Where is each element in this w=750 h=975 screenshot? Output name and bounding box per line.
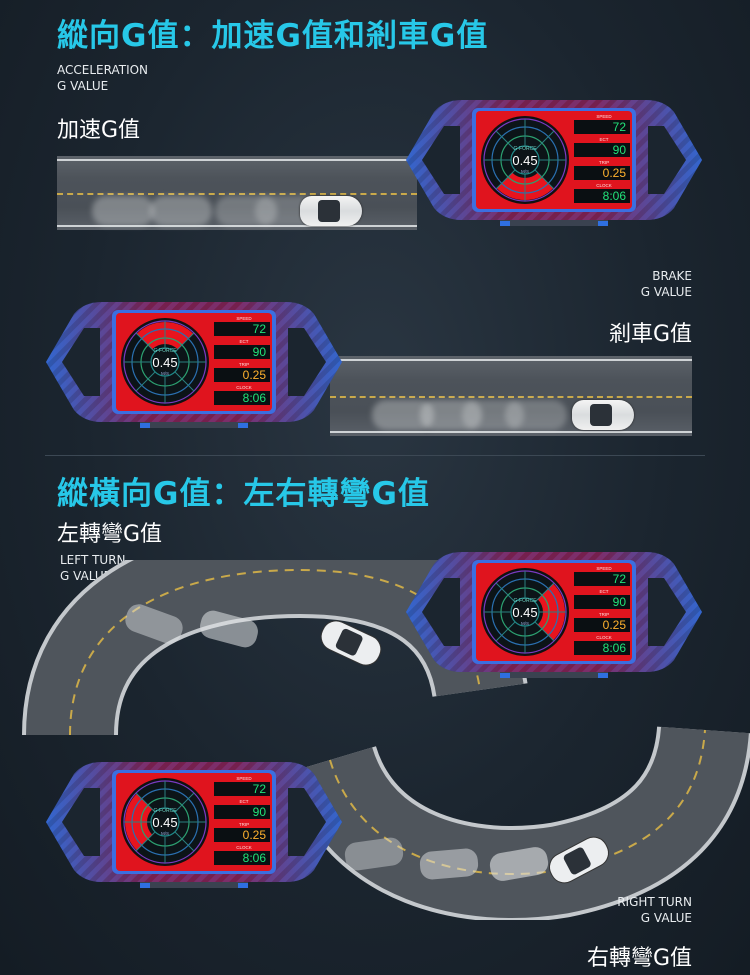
accelerating-car [300,196,362,226]
speed-label: SPEED [596,114,612,119]
trip-label: TRIP [599,160,609,165]
ect-label: ECT [240,339,249,344]
clock-label: CLOCK [236,845,252,850]
clock-value: 8:06 [603,189,627,203]
gauge-right-ear [288,328,326,396]
ect-value: 90 [253,805,267,819]
left-turn-en-line1: LEFT TURN [60,553,126,567]
ect-value: 90 [613,143,627,157]
trip-value: 0.25 [243,828,267,842]
g-force-unit: M/S [161,831,169,836]
speed-value: 72 [253,322,267,336]
g-force-label: G-FORCE [513,598,537,604]
trip-label: TRIP [599,612,609,617]
acceleration-en-line2: G VALUE [57,79,109,93]
ect-label: ECT [240,799,249,804]
g-force-label: G-FORCE [513,146,537,152]
braking-car [572,400,634,430]
acceleration-road [57,156,417,230]
acceleration-en-label: ACCELERATION G VALUE [57,62,148,94]
left-turn-cn-label: 左轉彎G值 [57,522,163,547]
g-force-value: 0.45 [512,153,537,168]
g-force-label: G-FORCE [153,348,177,354]
acceleration-en-line1: ACCELERATION [57,63,149,77]
right-turn-en-label: RIGHT TURN G VALUE [617,894,692,926]
ect-label: ECT [600,137,609,142]
speed-value: 72 [613,120,627,134]
trip-value: 0.25 [603,166,627,180]
g-force-unit: M/S [521,621,529,626]
gauge-right-ear [648,578,686,646]
gauge-right-ear [648,126,686,194]
speed-value: 72 [613,572,627,586]
gauge-left-ear [62,328,100,396]
g-force-unit: M/S [521,169,529,174]
section-divider [45,455,705,456]
g-force-value: 0.45 [152,355,177,370]
brake-en-line2: G VALUE [640,285,692,299]
gauge-left-ear [62,788,100,856]
lateral-g-title: 縱橫向G值：左右轉彎G值 [57,476,430,512]
trip-label: TRIP [239,362,249,367]
trip-value: 0.25 [243,368,267,382]
trip-value: 0.25 [603,618,627,632]
gauge-left-ear [422,578,460,646]
g-force-unit: M/S [161,371,169,376]
clock-label: CLOCK [596,183,612,188]
clock-value: 8:06 [603,641,627,655]
acceleration-cn-label: 加速G值 [57,118,141,143]
trip-label: TRIP [239,822,249,827]
speed-label: SPEED [236,776,252,781]
right-turn-en-line2: G VALUE [640,911,692,925]
clock-label: CLOCK [596,635,612,640]
brake-en-label: BRAKE G VALUE [641,268,692,300]
ect-value: 90 [253,345,267,359]
clock-label: CLOCK [236,385,252,390]
g-force-value: 0.45 [512,605,537,620]
g-force-value: 0.45 [152,815,177,830]
speed-label: SPEED [236,316,252,321]
longitudinal-g-title: 縱向G值：加速G值和剎車G值 [57,18,489,54]
clock-value: 8:06 [243,851,267,865]
clock-value: 8:06 [243,391,267,405]
ect-value: 90 [613,595,627,609]
right-turning-car [549,836,609,884]
speed-label: SPEED [596,566,612,571]
g-force-label: G-FORCE [153,808,177,814]
gauge-left-ear [422,126,460,194]
left-turning-car [320,620,382,666]
right-turn-cn-label: 右轉彎G值 [586,946,692,971]
right-turn-en-line1: RIGHT TURN [617,895,692,909]
brake-en-line1: BRAKE [652,269,692,283]
gauge-right-ear [288,788,326,856]
ect-label: ECT [600,589,609,594]
speed-value: 72 [253,782,267,796]
brake-cn-label: 剎車G值 [608,322,692,347]
